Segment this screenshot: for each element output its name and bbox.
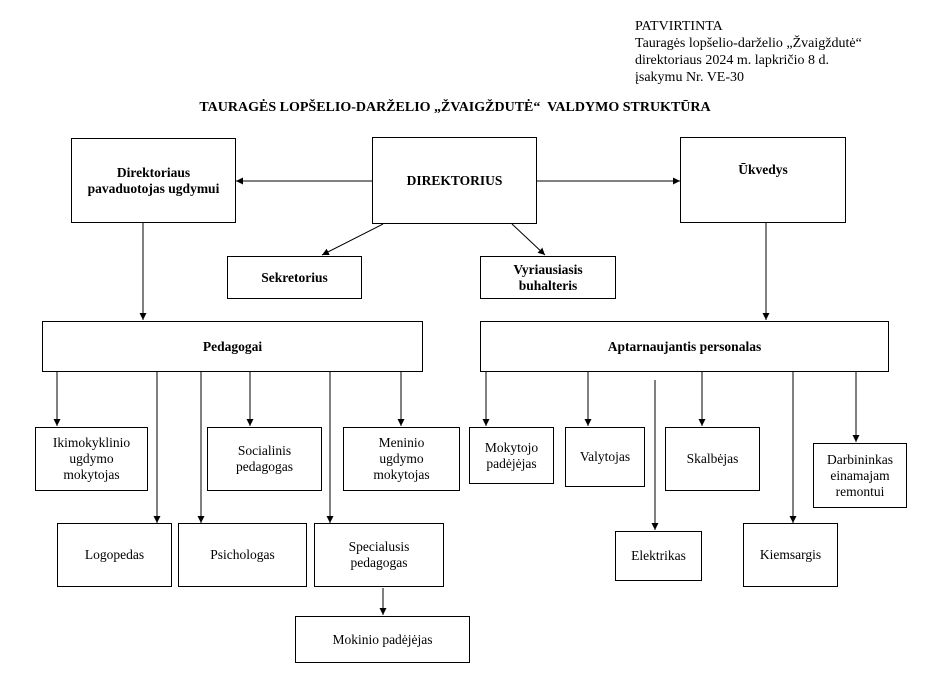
node-teachers: Pedagogai (42, 321, 423, 372)
node-teacher-assistant: Mokytojo padėjėjas (469, 427, 554, 484)
node-deputy: Direktoriaus pavaduotojas ugdymui (71, 138, 236, 223)
node-speech-therapist: Logopedas (57, 523, 172, 587)
node-student-assistant: Mokinio padėjėjas (295, 616, 470, 663)
node-secretary: Sekretorius (227, 256, 362, 299)
approval-line: Tauragės lopšelio-darželio „Žvaigždutė“ (635, 36, 862, 51)
node-service-staff: Aptarnaujantis personalas (480, 321, 889, 372)
node-art-teacher: Meninio ugdymo mokytojas (343, 427, 460, 491)
node-facility-manager: Ūkvedys (680, 137, 846, 223)
document-title: TAURAGĖS LOPŠELIO-DARŽELIO „ŽVAIGŽDUTĖ“ … (199, 100, 711, 115)
node-director: DIREKTORIUS (372, 137, 537, 224)
approval-line: direktoriaus 2024 m. lapkričio 8 d. (635, 53, 830, 68)
node-social-pedagogue: Socialinis pedagogas (207, 427, 322, 491)
node-laundress: Skalbėjas (665, 427, 760, 491)
node-yard-keeper: Kiemsargis (743, 523, 838, 587)
approval-line: PATVIRTINTA (635, 19, 723, 34)
arrow-director-accountant (511, 223, 546, 256)
approval-line: įsakymu Nr. VE-30 (635, 70, 745, 85)
node-psychologist: Psichologas (178, 523, 307, 587)
node-electrician: Elektrikas (615, 531, 702, 581)
node-preschool-teacher: Ikimokyklinio ugdymo mokytojas (35, 427, 148, 491)
node-chief-accountant: Vyriausiasis buhalteris (480, 256, 616, 299)
approval-stamp: PATVIRTINTA Tauragės lopšelio-darželio „… (635, 18, 862, 86)
node-maintenance-worker: Darbininkas einamajam remontui (813, 443, 907, 508)
arrow-director-secretary (321, 223, 384, 256)
node-cleaner: Valytojas (565, 427, 645, 487)
node-special-pedagogue: Specialusis pedagogas (314, 523, 444, 587)
